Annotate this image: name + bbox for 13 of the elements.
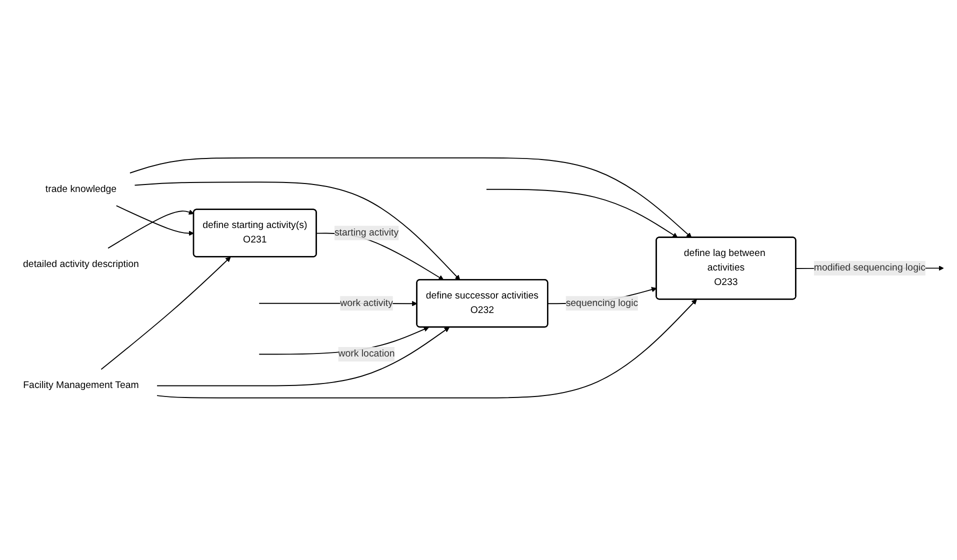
edge-label: work activity	[340, 298, 393, 308]
arrow	[100, 256, 231, 370]
arrow	[486, 188, 678, 238]
arrow	[108, 210, 194, 249]
edge-label: starting activity	[334, 228, 399, 238]
edge-label: modified sequencing logic	[814, 262, 926, 274]
node-text: Facility Management Team	[23, 380, 139, 391]
edge-label: work location	[338, 348, 395, 360]
arrow	[116, 205, 194, 236]
edge-label: sequencing logic	[566, 298, 638, 308]
node-text: trade knowledge	[45, 184, 117, 194]
arrow	[129, 157, 692, 238]
node-text: detailed activity description	[23, 259, 139, 270]
